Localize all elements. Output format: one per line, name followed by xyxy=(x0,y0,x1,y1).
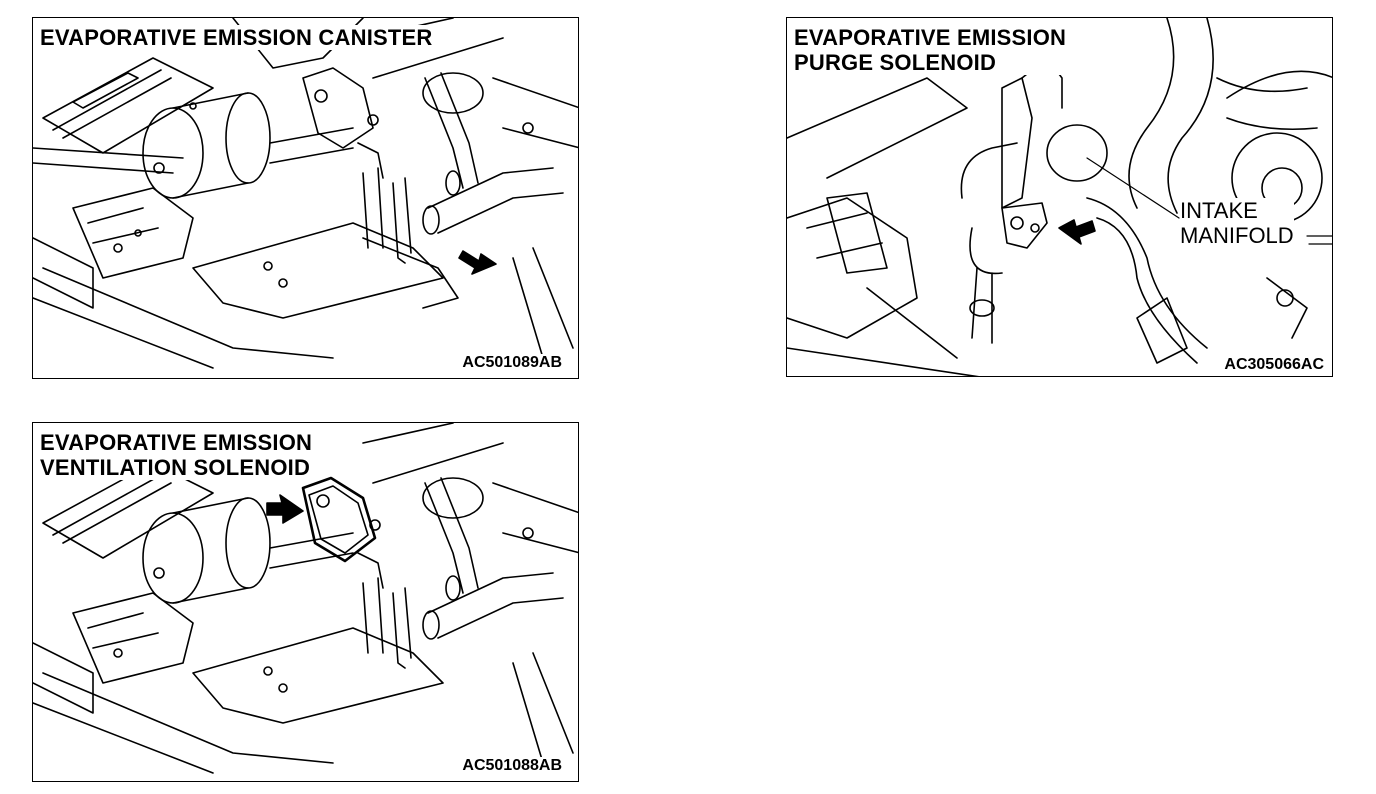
figure-code: AC501088AB xyxy=(460,757,564,775)
figure-title: EVAPORATIVE EMISSION PURGE SOLENOID xyxy=(794,25,1071,75)
intake-manifold-callout: INTAKE MANIFOLD xyxy=(1180,198,1294,248)
title-line: EVAPORATIVE EMISSION CANISTER xyxy=(40,25,433,50)
title-line: PURGE SOLENOID xyxy=(794,50,997,75)
ventilation-solenoid-illustration xyxy=(33,423,578,774)
figure-canister: EVAPORATIVE EMISSION CANISTER AC501089AB xyxy=(32,17,579,379)
figure-code: AC305066AC xyxy=(1222,356,1326,374)
callout-line: MANIFOLD xyxy=(1180,223,1294,248)
title-line: EVAPORATIVE EMISSION xyxy=(40,430,313,455)
figure-title: EVAPORATIVE EMISSION VENTILATION SOLENOI… xyxy=(40,430,317,480)
callout-line: INTAKE xyxy=(1180,198,1258,223)
canister-illustration xyxy=(33,18,578,369)
figure-purge-solenoid: EVAPORATIVE EMISSION PURGE SOLENOID INTA… xyxy=(786,17,1333,377)
purge-solenoid-illustration xyxy=(787,18,1332,376)
figure-ventilation-solenoid: EVAPORATIVE EMISSION VENTILATION SOLENOI… xyxy=(32,422,579,782)
title-line: EVAPORATIVE EMISSION xyxy=(794,25,1067,50)
figure-title: EVAPORATIVE EMISSION CANISTER xyxy=(40,25,437,50)
title-line: VENTILATION SOLENOID xyxy=(40,455,311,480)
figure-code: AC501089AB xyxy=(460,354,564,372)
